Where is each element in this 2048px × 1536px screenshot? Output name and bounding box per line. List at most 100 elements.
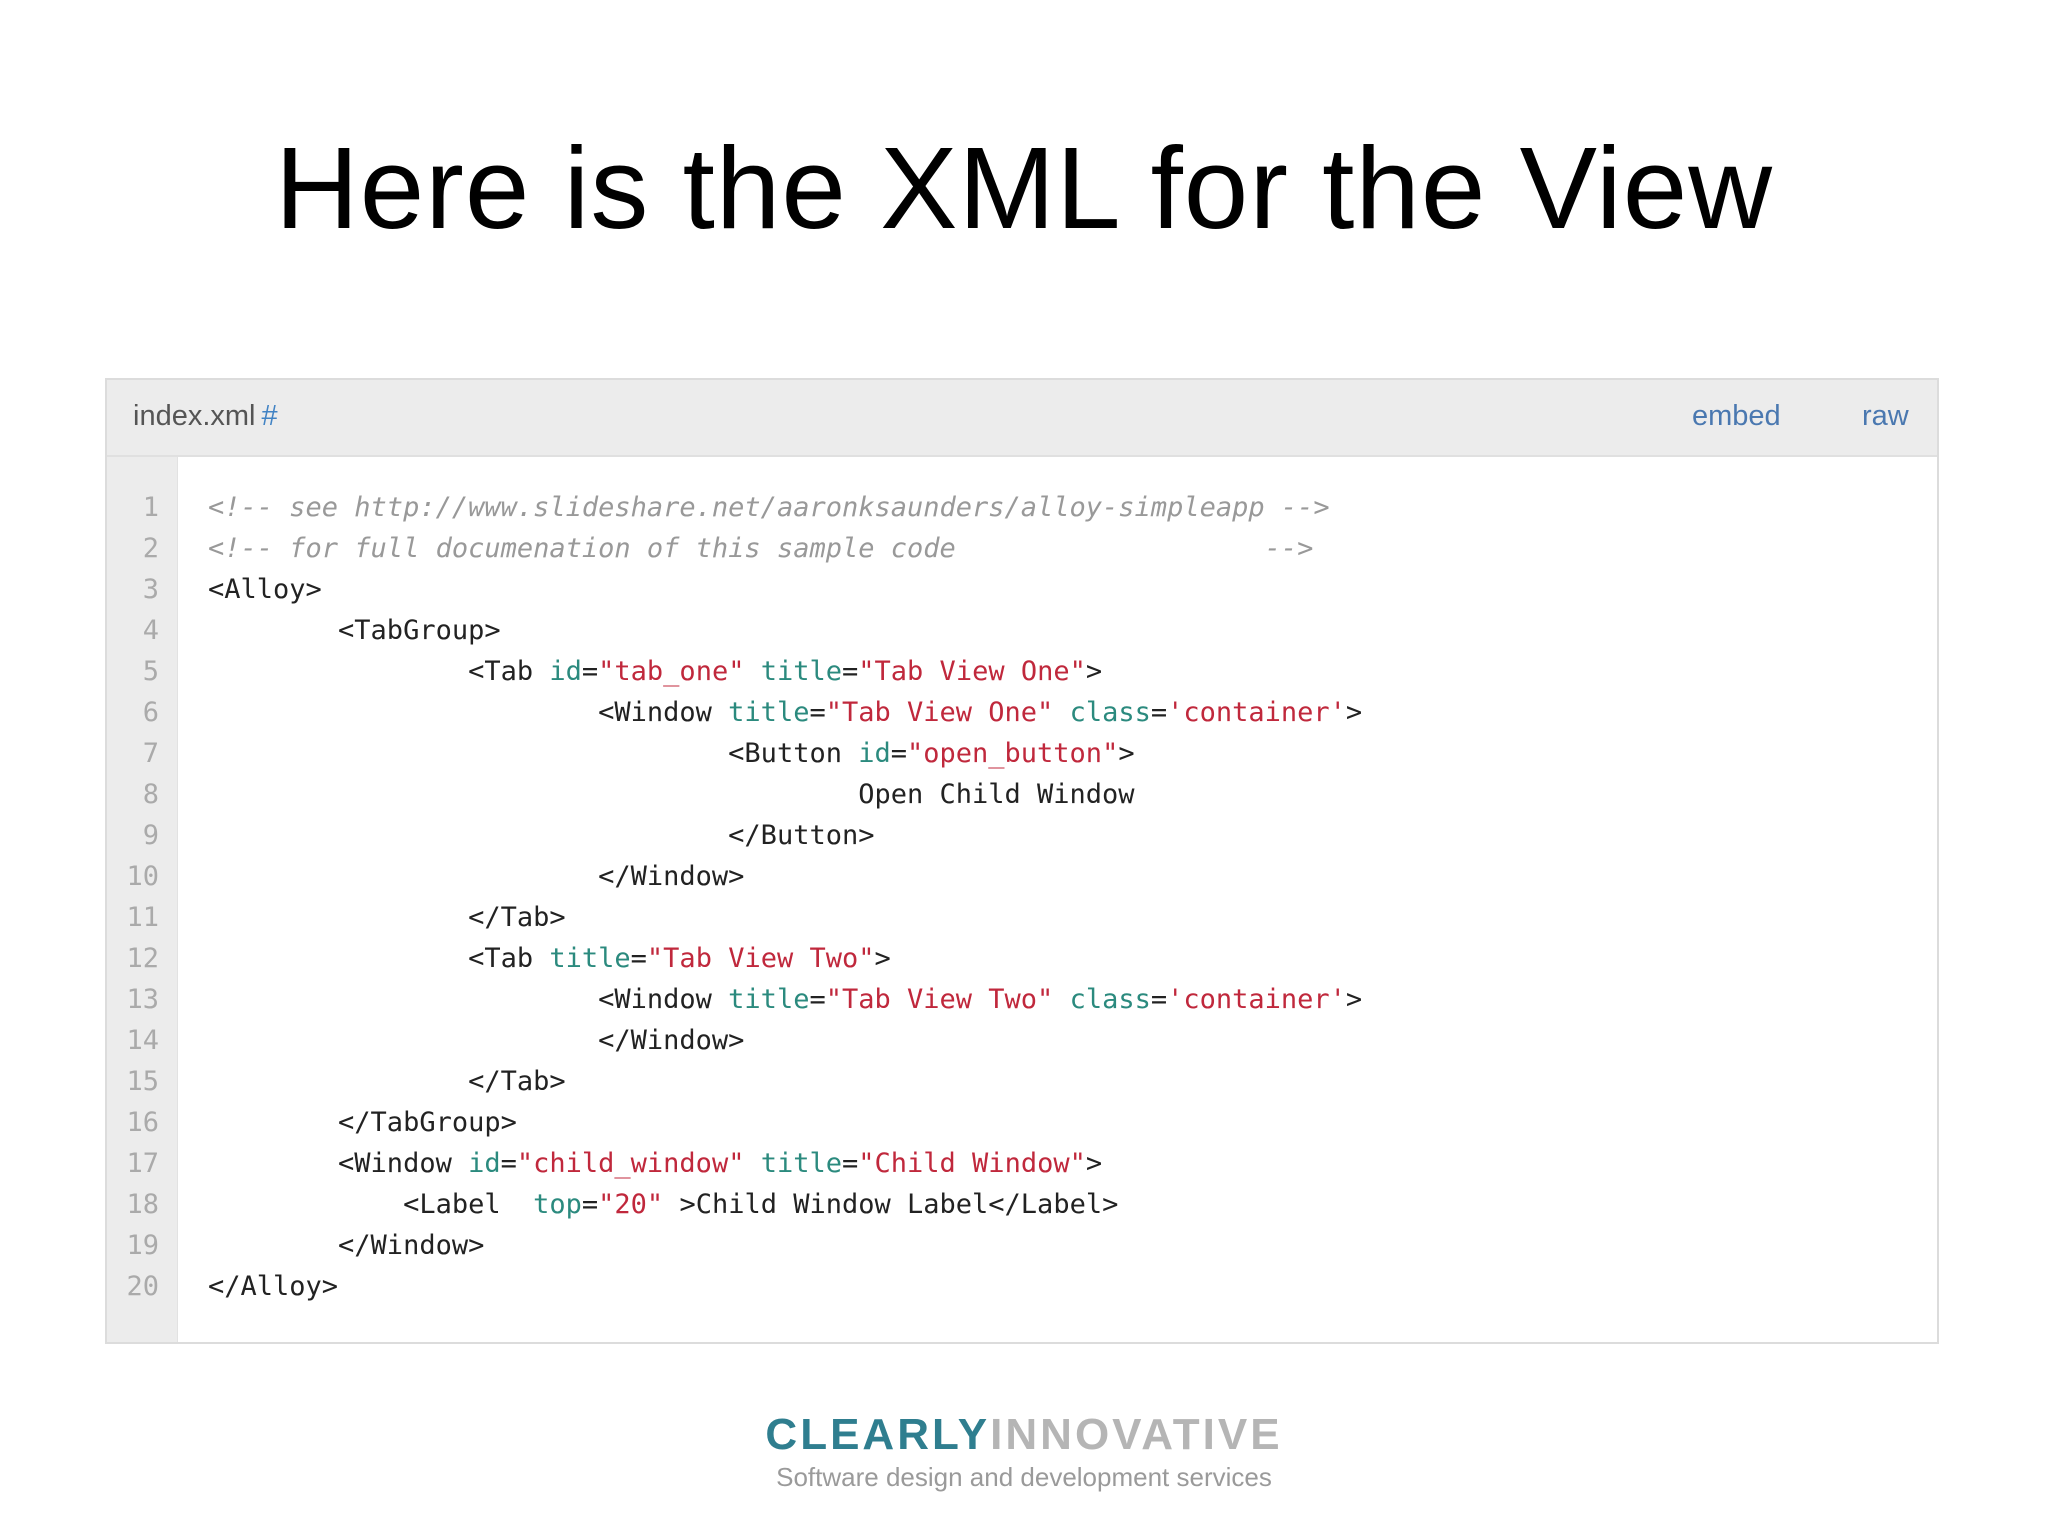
code-token-str: "open_button" [907, 738, 1119, 769]
code-token-tag: </Window> [208, 1230, 485, 1261]
logo-word-clearly: CLEARLY [765, 1410, 991, 1459]
code-token-eq: = [500, 1148, 517, 1179]
code-line: 18 <Label top="20" >Child Window Label</… [107, 1184, 1937, 1225]
code-token-str: "Tab View One" [825, 697, 1054, 728]
gist-file-link[interactable]: index.xml# [133, 400, 278, 433]
code-token-tag: <Button [208, 738, 859, 769]
code-line-source: <Label top="20" >Child Window Label</Lab… [208, 1184, 1118, 1225]
line-number: 15 [126, 1066, 159, 1097]
code-line: 12 <Tab title="Tab View Two"> [107, 938, 1937, 979]
code-token-attr: class [1069, 697, 1151, 728]
line-number-gutter [107, 457, 178, 1342]
line-number: 10 [126, 861, 159, 892]
code-line: 15 </Tab> [107, 1061, 1937, 1102]
code-token-eq: = [581, 656, 599, 687]
code-line-source: <Window title="Tab View One" class='cont… [208, 692, 1362, 733]
logo-word-innovative: INNOVATIVE [990, 1410, 1283, 1459]
code-line: 8 Open Child Window [107, 774, 1937, 815]
line-number: 3 [142, 574, 159, 605]
code-token-eq: = [890, 738, 907, 769]
line-number: 14 [126, 1025, 159, 1056]
code-token-eq: = [581, 1189, 599, 1220]
code-line-source: </Button> [208, 815, 874, 856]
code-token-attr: top [533, 1189, 582, 1220]
code-token-tag: > [1085, 656, 1103, 687]
embed-link[interactable]: embed [1692, 400, 1781, 432]
line-number: 5 [142, 656, 159, 687]
line-number: 17 [126, 1148, 159, 1179]
code-token-tag [744, 1148, 760, 1179]
code-token-str: "Tab View One" [858, 656, 1086, 687]
code-line-source: <Window title="Tab View Two" class='cont… [208, 979, 1362, 1020]
code-line: 6 <Window title="Tab View One" class='co… [107, 692, 1937, 733]
code-token-tag: <Label [208, 1189, 534, 1220]
code-token-attr: title [760, 656, 843, 687]
code-token-eq: = [809, 984, 826, 1015]
code-token-tag: </Window> [208, 1025, 745, 1056]
line-number: 19 [126, 1230, 159, 1261]
logo-wordmark: CLEARLYINNOVATIVE [0, 1410, 2048, 1460]
line-number: 9 [142, 820, 159, 851]
code-line: 3 <Alloy> [107, 569, 1937, 610]
code-line-source: <Button id="open_button"> [208, 733, 1135, 774]
code-line: 14 </Window> [107, 1020, 1937, 1061]
slide-title: Here is the XML for the View [275, 123, 1773, 253]
code-line-source: </TabGroup> [208, 1102, 517, 1143]
code-token-tag: <Window [208, 984, 729, 1015]
line-number: 6 [142, 697, 159, 728]
code-token-text: Open Child Window [208, 779, 1135, 810]
code-token-str: "Tab View Two" [825, 984, 1054, 1015]
code-token-attr: id [549, 656, 582, 687]
code-line: 9 </Button> [107, 815, 1937, 856]
code-token-tag: <Alloy> [208, 574, 322, 605]
code-token-tag: > [1085, 1148, 1103, 1179]
gist-filename: index.xml [133, 400, 256, 432]
code-token-eq: = [630, 943, 647, 974]
line-number: 4 [142, 615, 159, 646]
code-token-attr: title [728, 697, 810, 728]
code-token-tag: </Tab> [208, 902, 566, 933]
code-token-attr: title [728, 984, 810, 1015]
code-token-tag: </Window> [208, 861, 745, 892]
code-token-tag: <Window [208, 1148, 469, 1179]
code-line-source: <Tab title="Tab View Two"> [208, 938, 891, 979]
code-token-eq: = [1150, 697, 1168, 728]
code-line: 4 <TabGroup> [107, 610, 1937, 651]
code-line-source: <!-- for full documenation of this sampl… [208, 528, 1313, 569]
code-token-attr: title [760, 1148, 842, 1179]
code-line: 5 <Tab id="tab_one" title="Tab View One"… [107, 651, 1937, 692]
code-line: 17 <Window id="child_window" title="Chil… [107, 1143, 1937, 1184]
line-number: 16 [126, 1107, 159, 1138]
code-line-source: </Window> [208, 1225, 484, 1266]
code-line-source: <!-- see http://www.slideshare.net/aaron… [208, 487, 1330, 528]
code-token-tag: > [1118, 738, 1135, 769]
code-token-tag: <Window [208, 697, 729, 728]
code-token-tag: </Alloy> [208, 1271, 339, 1302]
line-number: 20 [126, 1271, 159, 1302]
code-line: 20 </Alloy> [107, 1266, 1937, 1307]
line-number: 7 [142, 738, 159, 769]
code-token-tag [744, 656, 760, 687]
code-line: 19 </Window> [107, 1225, 1937, 1266]
code-line: 1<!-- see http://www.slideshare.net/aaro… [107, 487, 1937, 528]
code-token-tag [1053, 984, 1069, 1015]
line-number: 18 [126, 1189, 159, 1220]
code-token-tag: </TabGroup> [208, 1107, 517, 1138]
line-number: 13 [126, 984, 159, 1015]
code-block: 1<!-- see http://www.slideshare.net/aaro… [107, 487, 1937, 1307]
code-line: 10 </Window> [107, 856, 1937, 897]
line-number: 2 [142, 533, 159, 564]
code-line-source: </Window> [208, 1020, 744, 1061]
code-token-comment: <!-- for full documenation of this sampl… [208, 533, 1314, 564]
code-line-source: <TabGroup> [208, 610, 501, 651]
code-token-eq: = [1150, 984, 1168, 1015]
gist-permalink-hash[interactable]: # [261, 400, 278, 432]
code-token-tag: <TabGroup> [208, 615, 501, 646]
code-token-str: "Tab View Two" [646, 943, 875, 974]
code-line-source: </Alloy> [208, 1266, 338, 1307]
code-token-str: "20" [598, 1189, 664, 1220]
code-token-eq: = [809, 697, 826, 728]
code-line-source: <Alloy> [208, 569, 322, 610]
code-line: 7 <Button id="open_button"> [107, 733, 1937, 774]
raw-link[interactable]: raw [1862, 400, 1909, 432]
